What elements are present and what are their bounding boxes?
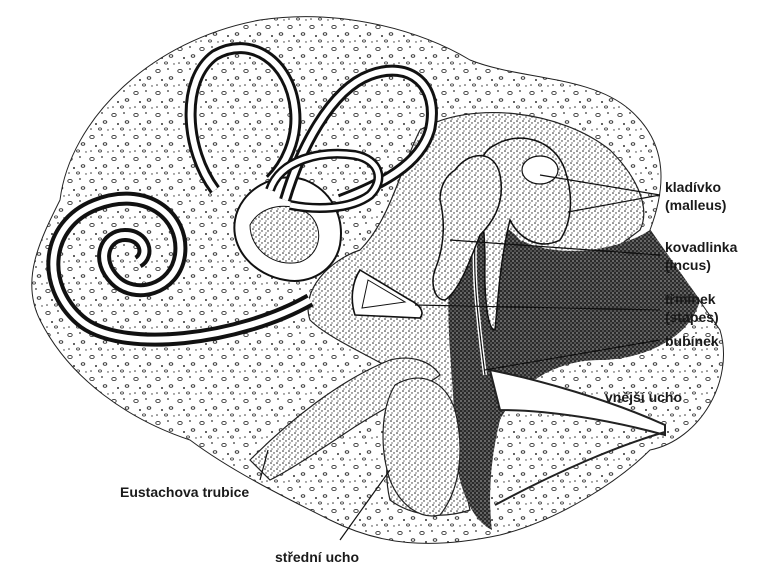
label-stapes: třmínek (stapes) [665,290,719,326]
label-eardrum: bubínek [665,332,719,350]
label-middle-ear: střední ucho [275,548,359,566]
label-incus-cz: kovadlinka [665,238,737,256]
label-incus: kovadlinka (incus) [665,238,737,274]
label-stapes-cz: třmínek [665,290,719,308]
label-incus-la: (incus) [665,256,737,274]
label-malleus-la: (malleus) [665,196,726,214]
malleus-head [522,156,558,184]
label-outer-ear: vnější ucho [605,388,682,406]
label-stapes-la: (stapes) [665,308,719,326]
label-malleus-cz: kladívko [665,178,726,196]
label-malleus: kladívko (malleus) [665,178,726,214]
label-eustachian-tube: Eustachova trubice [120,483,249,501]
